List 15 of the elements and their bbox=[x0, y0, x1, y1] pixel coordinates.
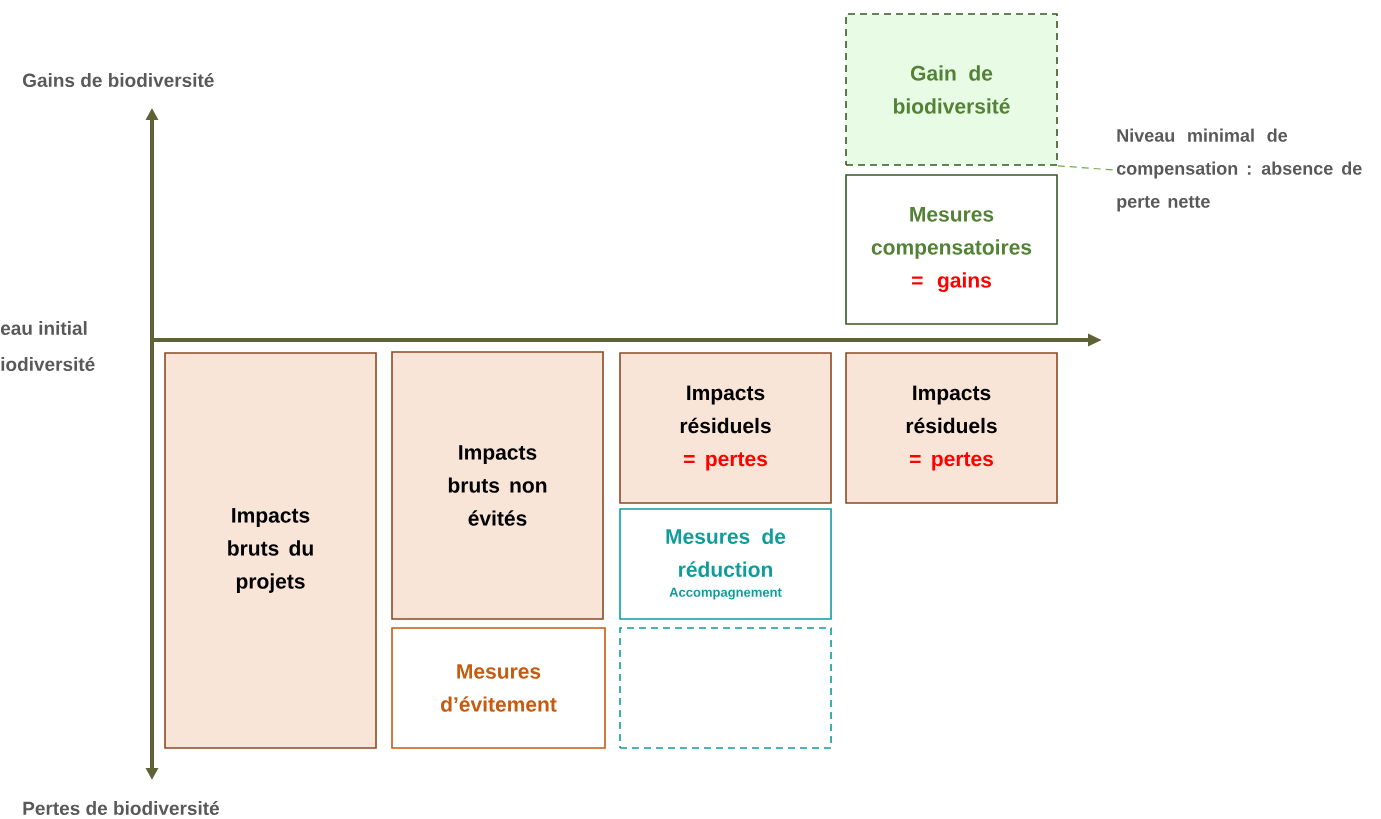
impact-box: Impacts bruts du projets bbox=[164, 352, 377, 749]
axis-label: Pertes de biodiversité bbox=[23, 800, 219, 816]
axis-label: eau initial bbox=[0, 321, 87, 335]
impact-box: Impacts bruts non évités bbox=[391, 351, 604, 620]
dashed-box bbox=[619, 627, 832, 749]
reduction-box: Mesures de réduction Accompagnement bbox=[619, 508, 832, 620]
axis-label: Gains de biodiversité bbox=[23, 72, 214, 88]
leader-line bbox=[1057, 165, 1115, 171]
compensation-box: Mesures compensatoires = gains bbox=[845, 174, 1058, 325]
impact-box: Impacts résiduels = pertes bbox=[845, 352, 1058, 504]
avoidance-box: Mesures d’évitement bbox=[391, 627, 606, 749]
axis-label: iodiversité bbox=[1, 356, 95, 372]
impact-box: Impacts résiduels = pertes bbox=[619, 352, 832, 504]
note-text: Niveau minimal de compensation : absence de perte nette bbox=[1116, 128, 1362, 212]
gain-box: Gain de biodiversité bbox=[845, 13, 1058, 166]
